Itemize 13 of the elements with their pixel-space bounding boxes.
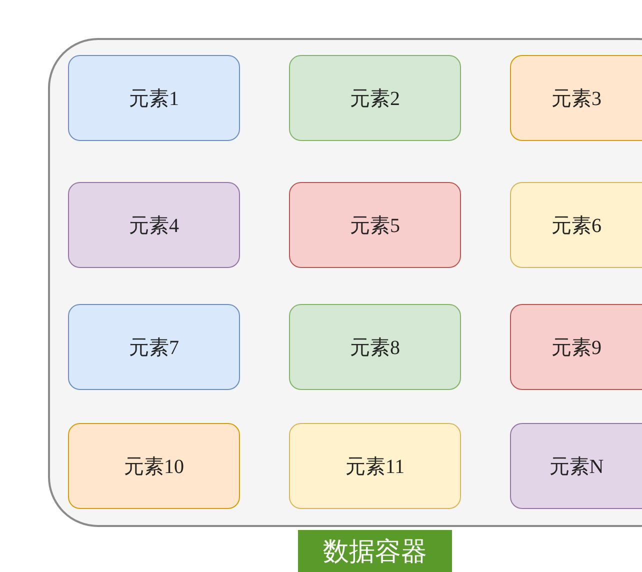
element-box: 元素10 [68,423,240,509]
element-box: 元素5 [289,182,461,268]
element-box: 元素7 [68,304,240,390]
element-box: 元素2 [289,55,461,141]
element-box: 元素3 [510,55,642,141]
element-box: 元素9 [510,304,642,390]
element-box: 元素1 [68,55,240,141]
element-box: 元素11 [289,423,461,509]
element-box: 元素6 [510,182,642,268]
element-box: 元素8 [289,304,461,390]
container-label: 数据容器 [298,530,452,572]
element-box: 元素4 [68,182,240,268]
element-box: 元素N [510,423,642,509]
